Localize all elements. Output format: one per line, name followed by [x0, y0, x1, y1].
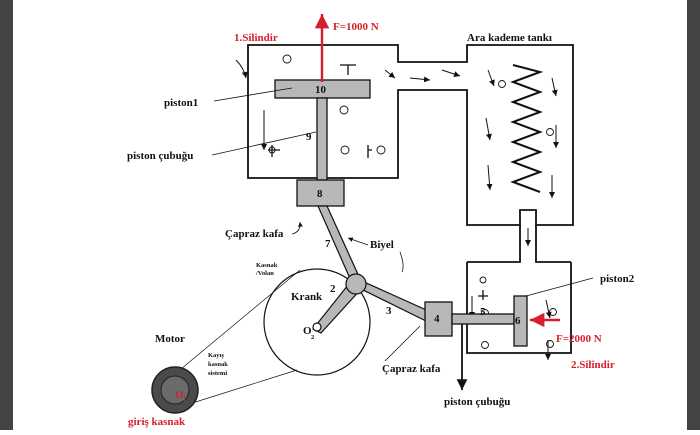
label-tank: Ara kademe tankı [467, 32, 552, 44]
label-crosshead1: Çapraz kafa [225, 228, 284, 240]
label-pulley-title-1: Kasnak [256, 262, 278, 269]
label-piston2: piston2 [600, 273, 635, 285]
belt-lower [185, 369, 298, 406]
crosshead2-block [424, 301, 453, 337]
part-number-8: 8 [317, 188, 323, 200]
label-rod1: piston çubuğu [127, 150, 193, 162]
label-crosshead2: Çapraz kafa [382, 363, 441, 375]
label-cylinder1: 1.Silindir [234, 32, 278, 44]
label-motor: Motor [155, 333, 185, 345]
label-force1: F=1000 N [333, 21, 379, 33]
part-number-2: 2 [330, 283, 336, 295]
label-o1: O [175, 389, 184, 401]
drive-pulley-inner [160, 375, 190, 405]
tank-coil [510, 64, 544, 193]
part-number-10: 10 [315, 84, 327, 96]
label-o1-sub: 1 [183, 395, 187, 403]
label-belt-1: Kayış [208, 352, 224, 359]
label-force2: F=2000 N [556, 333, 602, 345]
crosshead1-block [296, 179, 345, 207]
label-piston1: piston1 [164, 97, 198, 109]
part-number-4: 4 [434, 313, 440, 325]
crank-pin [345, 273, 367, 295]
left-frame-bar [0, 0, 13, 430]
label-conrod: Biyel [370, 239, 394, 251]
flow-arrows [235, 59, 559, 360]
belt-upper [174, 269, 301, 375]
label-belt-3: sistemi [208, 370, 227, 377]
swirl-marks [268, 54, 557, 349]
label-o2: O [303, 325, 312, 337]
part-number-7: 7 [325, 238, 331, 250]
part-number-9: 9 [306, 131, 312, 143]
valve-marks [268, 64, 488, 300]
leader-lines [211, 87, 594, 362]
crank-center [312, 322, 322, 332]
part-number-6: 6 [515, 315, 521, 327]
piston1-rod [316, 97, 328, 181]
part-number-5: 5 [480, 306, 486, 318]
part-number-3: 3 [386, 305, 392, 317]
label-belt-2: kasnak [208, 361, 228, 368]
label-pulley-title-2: /Volan [255, 270, 274, 277]
label-drive-pulley: giriş kasnak [128, 416, 186, 428]
piston2-body [513, 295, 528, 347]
label-cylinder2: 2.Silindir [571, 359, 615, 371]
label-rod2: piston çubuğu [444, 396, 510, 408]
label-o2-sub: 2 [311, 334, 314, 341]
right-frame-bar [687, 0, 700, 430]
label-crank: Krank [291, 291, 323, 303]
